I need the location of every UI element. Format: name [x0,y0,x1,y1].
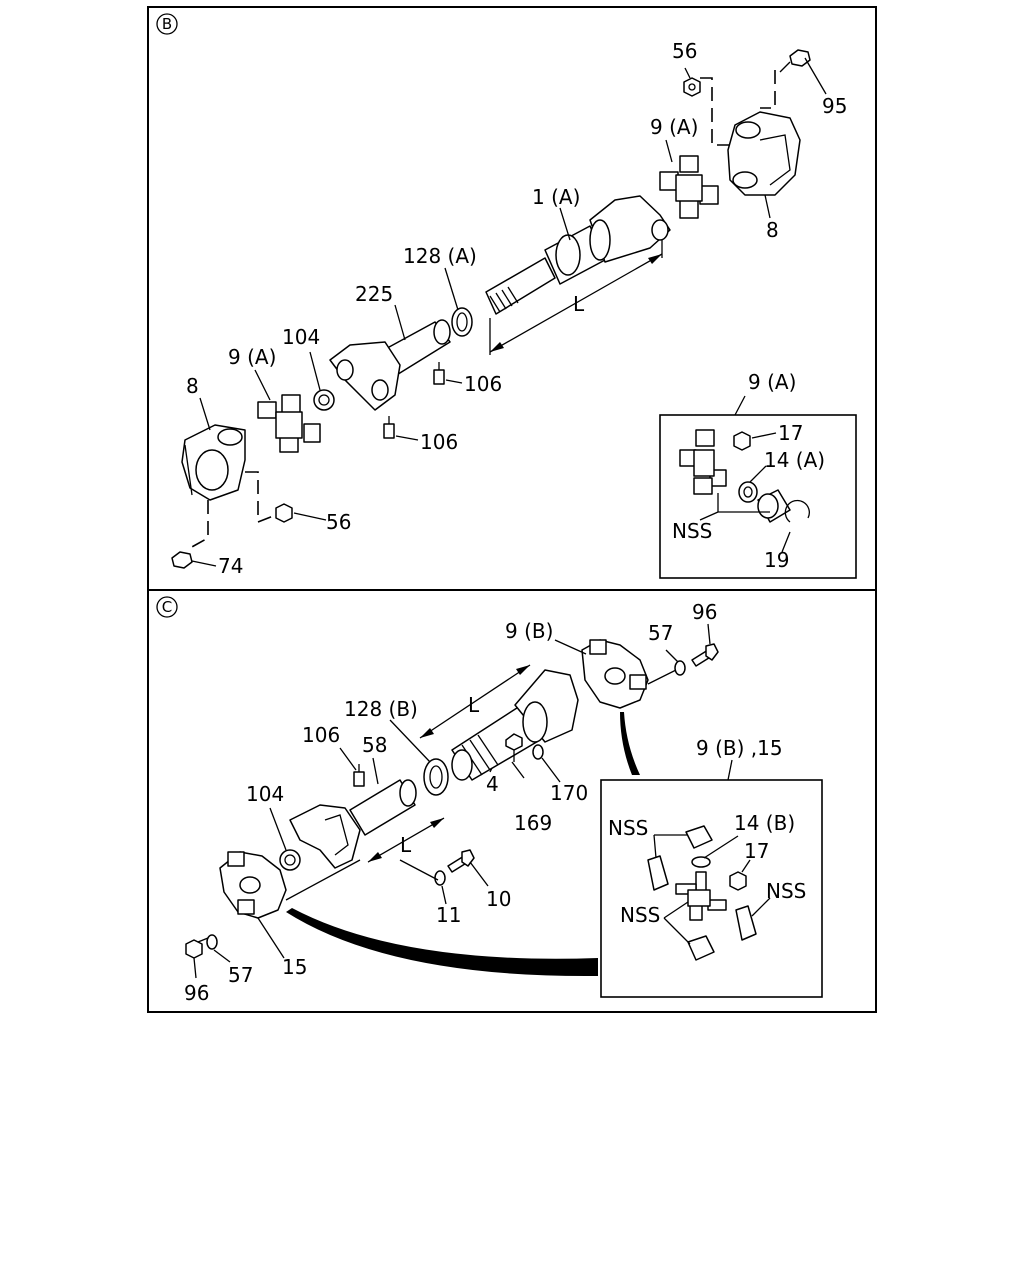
label-l-top: L [468,693,480,717]
flange-yoke-8-left [181,424,246,501]
label-11: 11 [436,903,461,927]
detail-arrow-top [620,712,640,775]
label-9b: 9 (B) [505,619,553,643]
label-74: 74 [218,554,243,578]
dimension-l-b [489,240,663,355]
inset-9a-detail [659,395,857,579]
label-l-b: L [573,292,585,316]
section-c-labels: 9 (B) 57 96 128 (B) L 106 58 104 4 169 1… [184,600,806,1005]
svg-text:C: C [162,598,172,616]
label-104-b: 104 [282,325,320,349]
label-169: 169 [514,811,552,835]
washer-57-top [674,660,686,676]
inset-label-nss-1: NSS [608,816,648,840]
bolt-96-bottom [185,937,209,959]
spider-9a-top [659,155,719,219]
half-round-yoke-15-bottom [219,851,287,919]
nut-56-bottom [275,503,293,523]
label-1a: 1 (A) [532,185,580,209]
section-marker-b: B [156,13,178,35]
label-57-top: 57 [648,621,673,645]
flange-yoke-8-right [727,111,801,196]
bolt-95 [779,49,811,73]
label-15: 15 [282,955,307,979]
label-106-b: 106 [420,430,458,454]
bolt-74 [171,551,193,569]
label-10: 10 [486,887,511,911]
section-marker-c: C [156,596,178,618]
grease-fitting-106-c [353,764,365,787]
nut-56-top [683,77,701,97]
dimension-l-bottom [367,817,445,863]
label-106-c: 106 [302,723,340,747]
label-128a: 128 (A) [403,244,477,268]
inset-label-14a: 14 (A) [764,448,825,472]
bolt-10 [447,849,475,873]
inset-label-nss-2: NSS [766,879,806,903]
washer-170 [532,744,544,760]
inset-label-14b: 14 (B) [734,811,795,835]
label-9a-left: 9 (A) [228,345,276,369]
bolt-96-top [691,643,719,667]
inset-label-19: 19 [764,548,789,572]
inset-label-17-c: 17 [744,839,769,863]
diagram-frame [147,6,877,1013]
section-b-parts [171,49,827,569]
label-58: 58 [362,733,387,757]
yoke-shaft-4 [451,669,579,781]
seal-ring-128b [423,758,449,796]
bearing-104-b [313,389,335,411]
label-106-a: 106 [464,372,502,396]
label-4: 4 [486,772,499,796]
label-8-right: 8 [766,218,779,242]
inset-label-nss: NSS [672,519,712,543]
inset-label-17: 17 [778,421,803,445]
half-round-yoke-9b-top [581,639,649,709]
bolt-169 [505,733,523,762]
label-96-top: 96 [692,600,717,624]
label-96-bottom: 96 [184,981,209,1005]
label-56-top: 56 [672,39,697,63]
label-8-left: 8 [186,374,199,398]
label-170: 170 [550,781,588,805]
label-57-bottom: 57 [228,963,253,987]
inset-title-9a: 9 (A) [748,370,796,394]
washer-57-bottom [206,934,218,950]
shaft-1a [485,195,671,315]
spider-9a-left [257,394,321,453]
label-9a-top: 9 (A) [650,115,698,139]
bearing-104-c [279,849,301,871]
label-104-c: 104 [246,782,284,806]
detail-arrow-bottom [286,908,598,977]
label-225: 225 [355,282,393,306]
svg-text:B: B [162,15,172,33]
slip-yoke-225 [329,319,451,411]
seal-ring-128a [451,307,473,337]
slip-yoke-58 [289,779,417,869]
label-56-bottom: 56 [326,510,351,534]
label-l-bottom: L [400,833,412,857]
inset-9b-15-detail [600,759,823,998]
section-c-parts [185,623,719,979]
washer-11 [434,870,446,886]
dimension-l-top [419,664,531,739]
label-95: 95 [822,94,847,118]
grease-fitting-106-a [433,362,445,385]
section-b-labels: 56 95 9 (A) 8 1 (A) 128 (A) 225 L 104 9 … [186,39,847,578]
inset-title-9b-15: 9 (B) ,15 [696,736,783,760]
inset-label-nss-3: NSS [620,903,660,927]
grease-fitting-106-b [383,416,395,439]
label-128b: 128 (B) [344,697,418,721]
